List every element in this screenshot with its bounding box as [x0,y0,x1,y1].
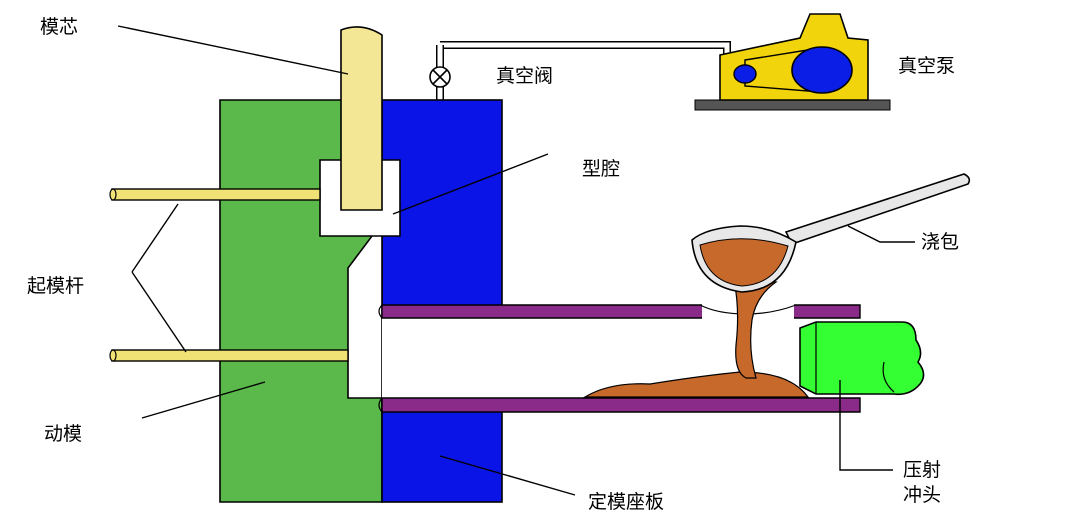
pump-small-wheel [733,64,757,84]
label-moving-die: 动模 [44,423,82,445]
label-plunger-line1: 压射 [903,459,941,481]
core-pin [340,26,383,211]
vacuum-valve-icon [429,66,451,88]
ejector-pin-upper [111,188,321,201]
leader-lines [117,25,915,496]
molten-metal-stream [733,279,778,379]
pump-base [694,99,891,111]
label-vacuum-valve: 真空阀 [496,65,553,87]
label-core: 模芯 [40,16,78,38]
ladle-icon [691,173,971,293]
label-vacuum-pump: 真空泵 [898,55,955,77]
die-cavity [319,159,401,399]
label-cavity: 型腔 [582,158,620,180]
label-fixed-platen: 定模座板 [588,491,664,513]
vacuum-pump-icon [694,13,891,111]
shot-plunger [799,321,925,396]
ejector-pin-lower [111,349,349,362]
ejector-pins [109,188,349,362]
pump-large-wheel [791,46,853,94]
label-plunger-line2: 冲头 [903,484,941,506]
label-ladle: 浇包 [921,231,959,253]
label-ejector-pins: 起模杆 [27,275,84,297]
